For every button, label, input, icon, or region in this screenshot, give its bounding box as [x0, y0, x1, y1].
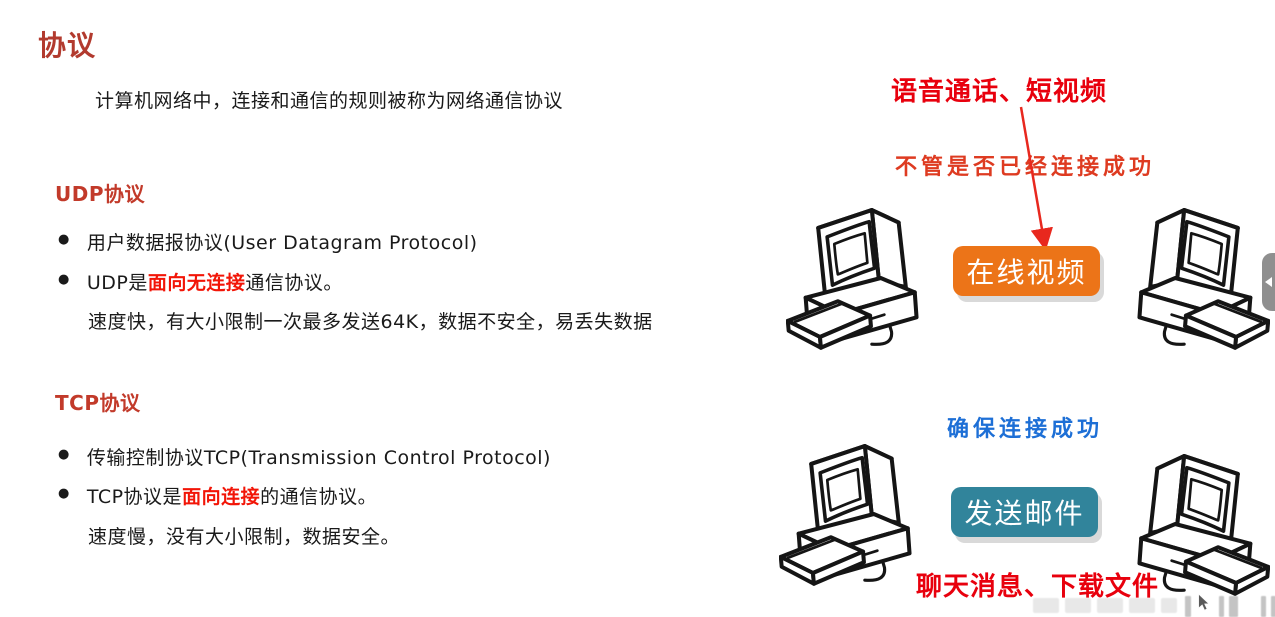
mouse-cursor	[1198, 594, 1210, 611]
pointer-arrow-icon	[1019, 106, 1053, 251]
tcp-note: 速度慢，没有大小限制，数据安全。	[88, 526, 401, 548]
udp-bullet-1: ● 用户数据报协议(User Datagram Protocol)	[58, 228, 478, 255]
tcp-connection-highlight: 面向连接	[182, 486, 261, 508]
tcp-usecase-caption: 聊天消息、下载文件	[916, 572, 1160, 602]
page-title: 协议	[38, 29, 97, 62]
tcp-bullet-1-text: 传输控制协议TCP(Transmission Control Protocol)	[86, 447, 551, 469]
bullet-icon: ●	[58, 232, 70, 247]
udp-connectionless-highlight: 面向无连接	[147, 272, 246, 294]
tcp-bullet-2: ● TCP协议是面向连接的通信协议。	[58, 482, 377, 509]
udp-bullet-2: ● UDP是面向无连接通信协议。	[58, 268, 343, 295]
tcp-bullet-1: ● 传输控制协议TCP(Transmission Control Protoco…	[58, 443, 551, 470]
tcp-bullet-2-text: TCP协议是面向连接的通信协议。	[87, 482, 377, 509]
computer-icon	[779, 430, 931, 598]
chevron-left-icon	[1265, 277, 1272, 287]
tcp-annotation: 确保连接成功	[947, 417, 1104, 442]
tcp-bullet-2-prefix: TCP协议是	[86, 486, 183, 508]
udp-section-heading: UDP协议	[55, 182, 145, 206]
udp-usecase-caption: 语音通话、短视频	[891, 77, 1108, 107]
online-video-button: 在线视频	[953, 246, 1100, 296]
side-scroll-handle[interactable]	[1262, 253, 1275, 311]
udp-bullet-1-text: 用户数据报协议(User Datagram Protocol)	[86, 232, 478, 254]
udp-note: 速度快，有大小限制一次最多发送64K，数据不安全，易丢失数据	[88, 311, 653, 333]
bullet-icon: ●	[58, 486, 70, 501]
udp-bullet-2-suffix: 通信协议。	[245, 272, 343, 294]
udp-bullet-2-text: UDP是面向无连接通信协议。	[87, 268, 343, 295]
watermark	[1033, 596, 1275, 617]
computer-icon	[786, 194, 938, 362]
bullet-icon: ●	[58, 272, 70, 287]
bullet-icon: ●	[58, 447, 70, 462]
send-mail-button: 发送邮件	[951, 487, 1098, 537]
intro-text: 计算机网络中，连接和通信的规则被称为网络通信协议	[95, 90, 564, 112]
udp-bullet-2-prefix: UDP是	[86, 272, 148, 294]
tcp-bullet-2-suffix: 的通信协议。	[260, 486, 378, 508]
computer-icon	[1118, 194, 1270, 362]
udp-annotation: 不管是否已经连接成功	[895, 155, 1156, 180]
tcp-section-heading: TCP协议	[55, 391, 141, 415]
